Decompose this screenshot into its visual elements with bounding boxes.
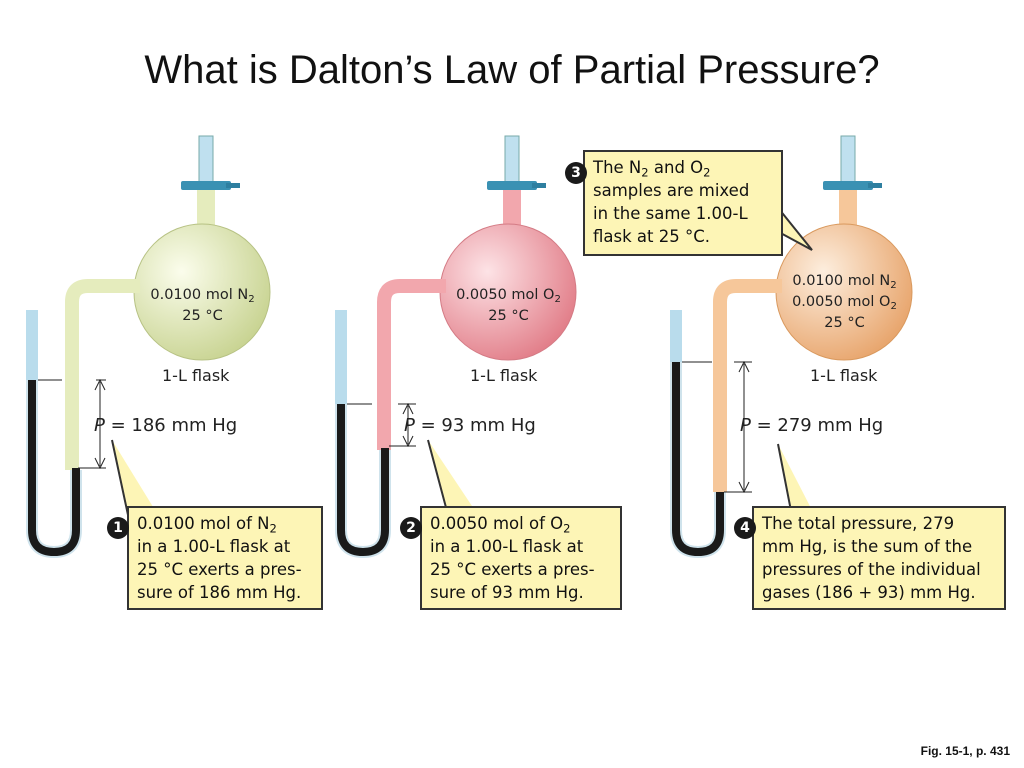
mercury-column: [672, 362, 724, 557]
flask-neck: [503, 186, 521, 236]
connecting-tube: [377, 279, 446, 450]
pressure-label-3: P = 279 mm Hg: [740, 415, 884, 436]
pressure-label-1: P = 186 mm Hg: [94, 415, 238, 436]
flask-neck: [839, 186, 857, 236]
callout-pointer: [774, 203, 813, 251]
open-arm-air: [26, 310, 38, 380]
callout-box-1: 0.0100 mol of N2 in a 1.00-L flask at 25…: [127, 506, 323, 610]
open-arm-air: [670, 310, 682, 362]
stopcock-icon: [823, 181, 882, 190]
valve-stem: [198, 135, 214, 187]
flask-1-label: 1-L flask: [162, 366, 230, 385]
callout-pointer: [111, 439, 158, 516]
mercury-column: [337, 404, 389, 557]
arrowheads: [402, 402, 414, 448]
open-arm-air: [335, 310, 347, 404]
valve-stem: [504, 135, 520, 187]
arrowheads: [738, 360, 750, 494]
flask-2-label: 1-L flask: [470, 366, 538, 385]
panel-1-apparatus: [26, 135, 271, 559]
pressure-label-2: P = 93 mm Hg: [404, 415, 536, 436]
panel-2-apparatus: [335, 135, 577, 559]
connecting-tube: [65, 279, 140, 470]
flask-3-label: 1-L flask: [810, 366, 878, 385]
figure-reference: Fig. 15-1, p. 431: [920, 744, 1010, 758]
step-badge-4: 4: [734, 517, 756, 539]
arrowheads: [94, 378, 106, 470]
valve-stem: [840, 135, 856, 187]
flask-2-contents: 0.0050 mol O2 25 °C: [456, 287, 561, 324]
callout-box-2: 0.0050 mol of O2 in a 1.00-L flask at 25…: [420, 506, 622, 610]
stopcock-icon: [181, 181, 240, 190]
callout-box-4: The total pressure, 279 mm Hg, is the su…: [752, 506, 1006, 610]
mercury-column: [28, 380, 80, 557]
panel-3-apparatus: [670, 135, 913, 559]
page-title: What is Dalton’s Law of Partial Pressure…: [144, 48, 880, 92]
callout-box-3: The N2 and O2 samples are mixed in the s…: [583, 150, 783, 256]
stopcock-icon: [487, 181, 546, 190]
step-badge-2: 2: [400, 517, 422, 539]
flask-neck: [197, 186, 215, 236]
step-badge-3: 3: [565, 162, 587, 184]
callout-pointer: [427, 439, 478, 516]
flask-3-contents: 0.0100 mol N2 0.0050 mol O2 25 °C: [792, 273, 897, 331]
connecting-tube: [713, 279, 782, 492]
step-badge-1: 1: [107, 517, 129, 539]
flask-1-contents: 0.0100 mol N2 25 °C: [150, 287, 255, 324]
